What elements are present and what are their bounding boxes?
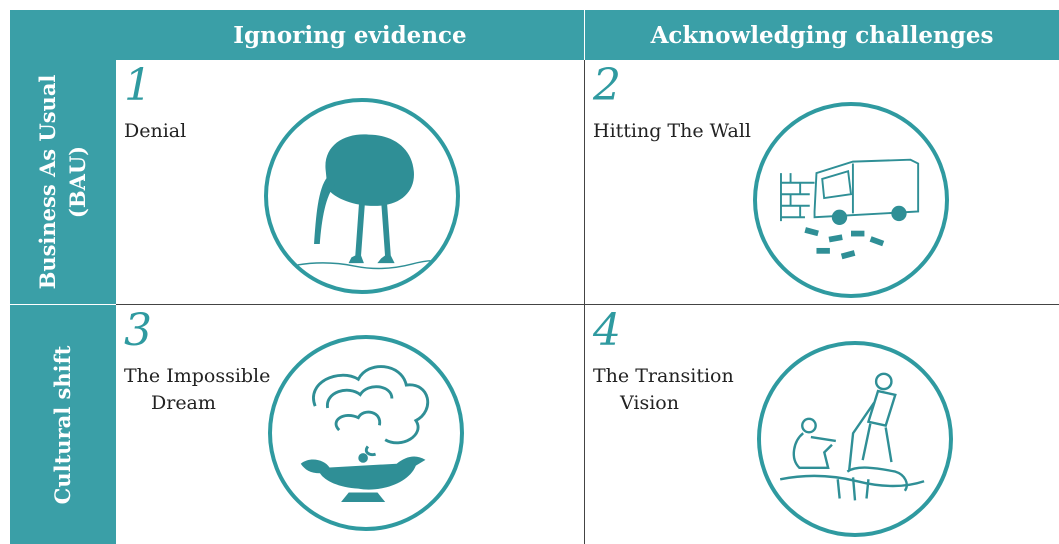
grid-divider-vertical: [584, 60, 585, 544]
quadrant-number: 4: [593, 305, 621, 356]
quadrant-label-line2: Dream: [151, 392, 216, 414]
quadrant-label: The Transition Vision: [593, 363, 734, 417]
quadrant-4-transition-vision: 4 The Transition Vision: [585, 305, 1059, 544]
people-gardening-icon: [757, 341, 953, 537]
quadrant-1-denial: 1 Denial: [116, 60, 584, 304]
corner-cell: [10, 10, 116, 60]
row-header-bau: Business As Usual (BAU): [10, 60, 116, 304]
column-header-acknowledging-challenges: Acknowledging challenges: [585, 10, 1059, 60]
ostrich-head-in-sand-icon: [264, 98, 460, 294]
quadrant-label-line1: The Impossible: [124, 365, 271, 387]
quadrant-number: 3: [124, 305, 152, 356]
quadrant-label-line1: The Transition: [593, 365, 734, 387]
matrix-diagram: Ignoring evidence Acknowledging challeng…: [10, 10, 1059, 544]
quadrant-label: Denial: [124, 118, 186, 145]
quadrant-3-impossible-dream: 3 The Impossible Dream: [116, 305, 584, 544]
quadrant-label-line1: Denial: [124, 120, 187, 142]
row-header-bau-line2: (BAU): [65, 145, 90, 219]
quadrant-label: The Impossible Dream: [124, 363, 270, 417]
quadrant-label-line1: Hitting The Wall: [593, 120, 751, 142]
row-header-cultural-shift: Cultural shift: [10, 305, 116, 544]
quadrant-2-hitting-the-wall: 2 Hitting The Wall: [585, 60, 1059, 304]
truck-crashing-wall-icon: [753, 102, 949, 298]
quadrant-number: 1: [124, 60, 152, 111]
quadrant-label: Hitting The Wall: [593, 118, 751, 145]
row-header-bau-line1: Business As Usual: [35, 74, 60, 290]
grid-divider-horizontal: [116, 304, 1059, 305]
quadrant-label-line2: Vision: [620, 392, 679, 414]
row-header-cultural-shift-line1: Cultural shift: [50, 345, 75, 504]
quadrant-number: 2: [593, 60, 621, 111]
genie-lamp-smoke-icon: [268, 335, 464, 531]
column-header-ignoring-evidence: Ignoring evidence: [116, 10, 584, 60]
